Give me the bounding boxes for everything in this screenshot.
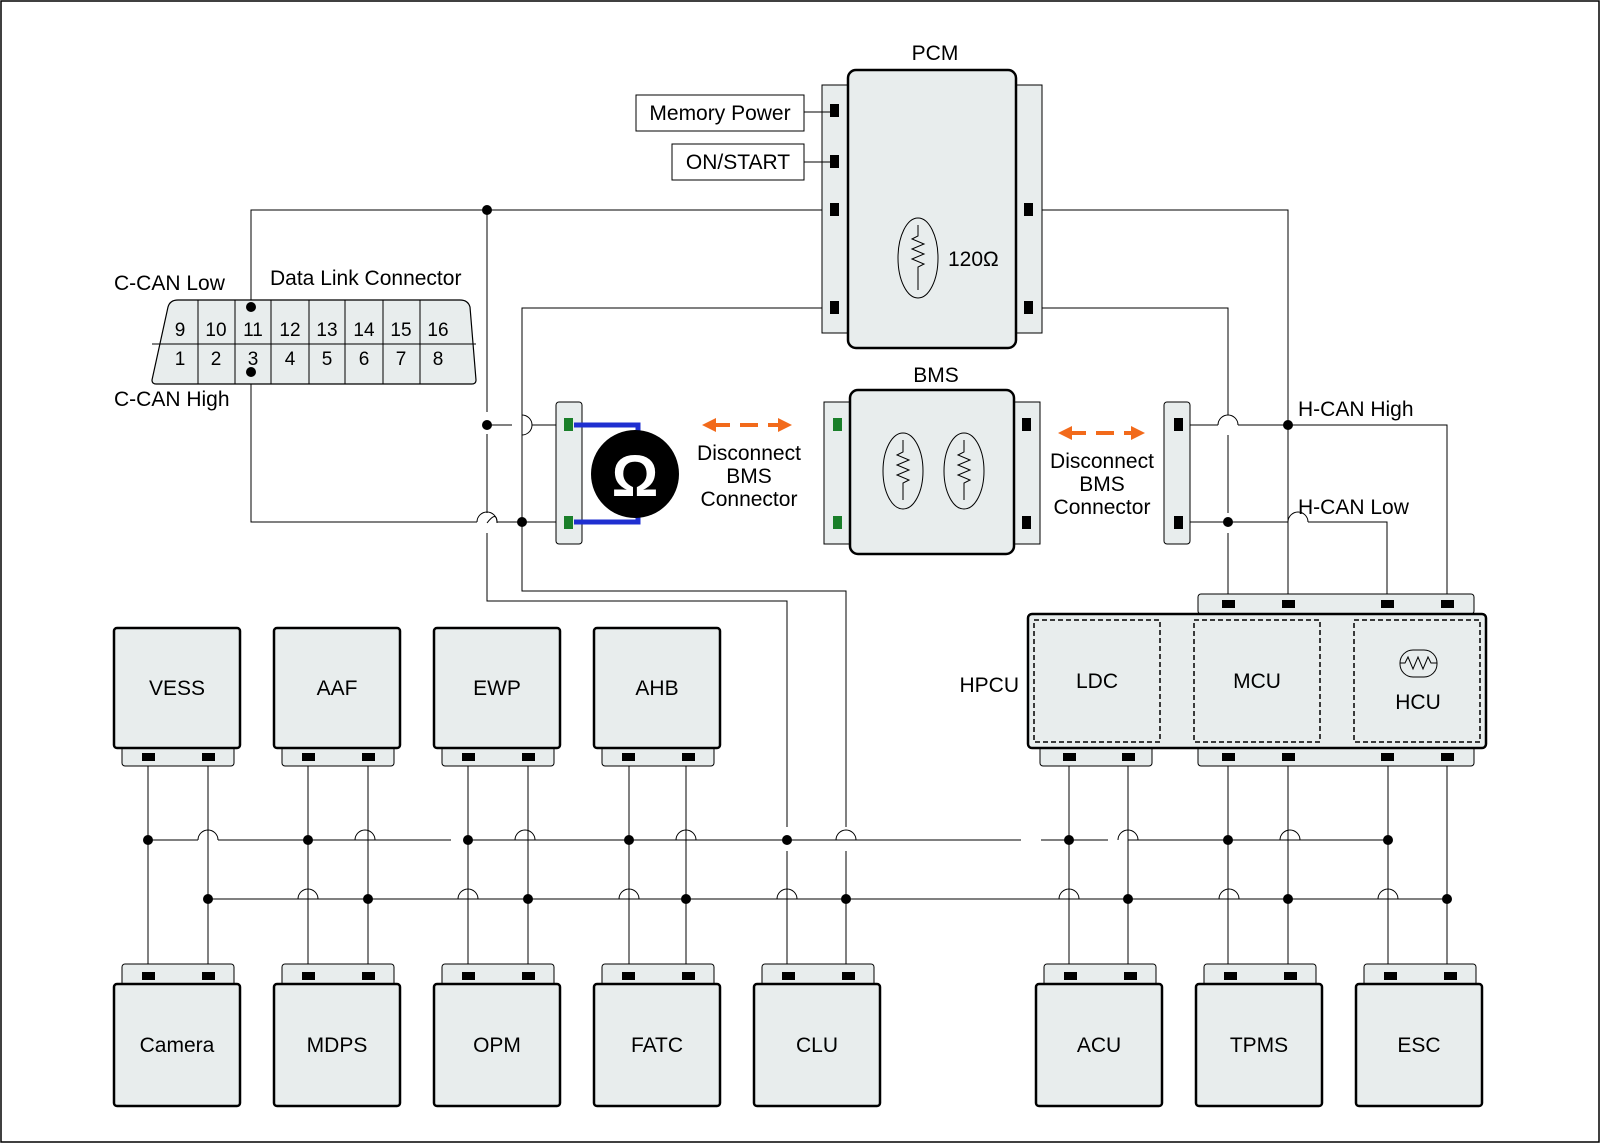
module-aaf: AAF	[272, 626, 402, 767]
module-label: CLU	[796, 1034, 838, 1057]
module-mdps: MDPS	[272, 963, 402, 1108]
junction-dots	[143, 205, 1452, 904]
module-vess: VESS	[112, 626, 242, 767]
module-camera: Camera	[112, 963, 242, 1108]
disconnect-left: Disconnect BMS Connector	[697, 418, 801, 511]
module-fatc: FATC	[592, 963, 722, 1108]
module-esc: ESC	[1354, 963, 1484, 1108]
ohmmeter-icon	[591, 430, 679, 518]
pcm-module: PCM 120Ω	[821, 42, 1043, 350]
dlc-pin-13: 13	[316, 320, 337, 341]
module-label: EWP	[473, 677, 521, 700]
dlc-pin-10: 10	[205, 320, 226, 341]
dlc-pin-5: 5	[322, 349, 333, 370]
module-label: ESC	[1397, 1034, 1440, 1057]
dlc-pin-11: 11	[243, 320, 263, 341]
memory-power-box: Memory Power	[635, 94, 834, 132]
module-label: OPM	[473, 1034, 521, 1057]
disconnect-left-line3: Connector	[701, 488, 798, 511]
module-label: AHB	[635, 677, 678, 700]
disconnect-right-line2: BMS	[1079, 473, 1125, 496]
module-label: Camera	[140, 1034, 215, 1057]
ohm-symbol: Ω	[612, 444, 659, 509]
c-can-low-label: C-CAN Low	[114, 272, 226, 295]
module-label: AAF	[317, 677, 358, 700]
module-label: TPMS	[1230, 1034, 1288, 1057]
bms-module: BMS	[823, 364, 1041, 556]
h-can-low-label: H-CAN Low	[1298, 496, 1410, 519]
pcm-resistor-label: 120Ω	[948, 248, 999, 271]
dlc-pin-2: 2	[211, 349, 222, 370]
h-can-high-label: H-CAN High	[1298, 398, 1414, 421]
ohmmeter: Ω	[555, 401, 679, 545]
ldc-label: LDC	[1076, 670, 1118, 693]
dlc-pin-3: 3	[248, 349, 259, 370]
mcu-label: MCU	[1233, 670, 1281, 693]
pcm-title: PCM	[912, 42, 959, 65]
dlc-pin-1: 1	[175, 349, 186, 370]
dlc-pin-15: 15	[390, 320, 411, 341]
module-ahb: AHB	[592, 626, 722, 767]
dlc-pin-9: 9	[175, 320, 186, 341]
dlc-title: Data Link Connector	[270, 267, 461, 290]
module-clu: CLU	[752, 963, 882, 1108]
dlc-pin-12: 12	[279, 320, 300, 341]
module-label: ACU	[1077, 1034, 1121, 1057]
c-can-high-label: C-CAN High	[114, 388, 230, 411]
dlc-pin-6: 6	[359, 349, 370, 370]
disconnect-right: Disconnect BMS Connector	[1050, 426, 1154, 519]
dlc-pin-4: 4	[285, 349, 296, 370]
module-tpms: TPMS	[1194, 963, 1324, 1108]
dlc-pin-7: 7	[396, 349, 407, 370]
dlc-pin-8: 8	[433, 349, 444, 370]
on-start-box: ON/START	[671, 143, 834, 181]
disconnect-right-line1: Disconnect	[1050, 450, 1154, 473]
module-acu: ACU	[1034, 963, 1164, 1108]
module-ewp: EWP	[432, 626, 562, 767]
disconnect-left-line1: Disconnect	[697, 442, 801, 465]
bms-title: BMS	[913, 364, 959, 387]
hpcu-title: HPCU	[959, 674, 1019, 697]
on-start-label: ON/START	[686, 151, 790, 174]
dlc-pin-14: 14	[353, 320, 375, 341]
dlc-pin-16: 16	[427, 320, 448, 341]
disconnect-left-line2: BMS	[726, 465, 772, 488]
disconnect-right-line3: Connector	[1054, 496, 1151, 519]
module-opm: OPM	[432, 963, 562, 1108]
bms-right-connector	[1163, 401, 1191, 545]
module-label: FATC	[631, 1034, 683, 1057]
hcu-label: HCU	[1395, 691, 1441, 714]
module-label: MDPS	[307, 1034, 368, 1057]
module-label: VESS	[149, 677, 205, 700]
memory-power-label: Memory Power	[649, 102, 790, 125]
hpcu-module: HPCU LDC MCU HCU	[959, 593, 1488, 767]
